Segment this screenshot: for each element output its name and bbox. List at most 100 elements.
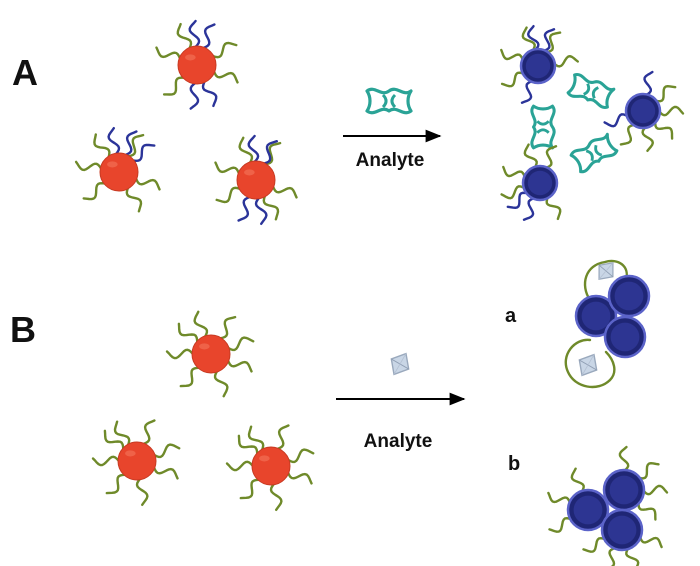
ligand-strand — [544, 31, 562, 54]
nanoparticle-inner — [610, 322, 640, 352]
ligand-strand — [544, 145, 558, 170]
diamond-analyte-icon — [578, 353, 598, 377]
ligand-strand — [165, 348, 195, 360]
panel-b-label: B — [10, 309, 36, 350]
ligand-strand — [547, 491, 572, 505]
ligand-strand — [214, 161, 241, 175]
bidentate-analyte-icon — [365, 87, 413, 115]
ligand-strand — [542, 28, 556, 53]
ligand-strand — [618, 445, 630, 473]
ligand-strand — [237, 195, 251, 222]
nanoparticle-highlight — [107, 161, 118, 168]
ligand-strand — [131, 143, 156, 162]
red-nanoparticle-icon — [74, 126, 161, 213]
blue-nanoparticle-icon — [500, 143, 562, 221]
blue-nanoparticle-icon — [603, 70, 685, 152]
ligand-strand — [179, 366, 201, 388]
ligand-strand — [603, 113, 630, 128]
blue-nanoparticle-icon — [547, 467, 610, 533]
panel-b-free-particles — [91, 310, 315, 511]
ligand-strand — [552, 55, 579, 68]
ligand-strand — [619, 123, 637, 146]
ligand-strand — [103, 429, 125, 451]
ligand-strand — [276, 424, 290, 451]
ligand-strand — [502, 165, 527, 179]
ligand-strand — [641, 125, 654, 152]
ligand-strand — [176, 22, 193, 50]
nanoparticle-highlight — [199, 343, 210, 350]
ligand-strand — [608, 546, 617, 566]
nanoparticle-core — [191, 334, 231, 374]
nanoparticle-highlight — [259, 455, 270, 462]
ligand-strand — [637, 462, 660, 480]
nanoparticle-inner — [607, 515, 637, 545]
ligand-strand — [582, 537, 607, 553]
ligand-strand — [215, 186, 242, 204]
ligand-strand — [105, 473, 127, 495]
blue-nanoparticle-icon — [603, 315, 647, 359]
ligand-strand — [188, 19, 201, 49]
nanoparticle-core — [177, 45, 217, 85]
nanoparticle-highlight — [244, 169, 255, 176]
ligand-strand — [271, 185, 298, 199]
ligand-strand — [134, 177, 161, 191]
red-nanoparticle-icon — [214, 134, 298, 225]
ligand-strand — [74, 160, 103, 172]
ligand-strand — [135, 477, 149, 506]
ligand-strand — [506, 191, 529, 209]
ligand-strand — [262, 140, 278, 165]
ligand-strand — [263, 141, 282, 166]
ligand-strand — [155, 46, 182, 60]
nanoparticle-inner — [527, 170, 553, 196]
ligand-strand — [545, 195, 562, 221]
ligand-strand — [625, 546, 640, 566]
ligand-strand — [126, 133, 145, 158]
ligand-strand — [226, 359, 253, 373]
nanoparticle-inner — [614, 281, 644, 311]
ligand-strand — [124, 130, 138, 157]
bidentate-analyte-icon — [569, 132, 619, 174]
ligand-strand — [638, 535, 663, 549]
ligand-strand — [201, 80, 218, 108]
ligand-strand — [193, 310, 209, 339]
ligand-strand — [564, 338, 616, 389]
panel-b-result-b — [547, 445, 669, 566]
ligand-strand — [142, 419, 156, 446]
ligand-strand — [286, 448, 315, 464]
ligand-strand — [152, 443, 181, 459]
ligand-strand — [527, 25, 540, 52]
red-nanoparticle-icon — [91, 419, 181, 506]
ligand-strand — [286, 471, 313, 485]
bidentate-analyte-icon — [566, 73, 616, 109]
ligand-strand — [247, 425, 265, 452]
panel-a-arrow-label: Analyte — [356, 150, 425, 171]
ligand-strand — [641, 484, 669, 496]
ligand-strand — [654, 85, 677, 103]
panel-a-reaction: Analyte — [343, 87, 442, 171]
bidentate-analyte-icon — [365, 87, 413, 115]
ligand-strand — [637, 501, 657, 521]
ligand-strand — [643, 70, 654, 97]
nanoparticle-inner — [609, 475, 639, 505]
ligand-strand — [237, 434, 259, 456]
ligand-strand — [657, 105, 685, 117]
ligand-strand — [500, 48, 525, 62]
ligand-strand — [213, 369, 229, 398]
red-nanoparticle-icon — [165, 310, 255, 398]
red-nanoparticle-icon — [155, 19, 239, 110]
ligand-strand — [152, 466, 179, 480]
panel-b-result-a — [564, 259, 651, 389]
ligand-strand — [522, 196, 536, 221]
ligand-strand — [162, 76, 186, 96]
red-nanoparticle-icon — [225, 424, 315, 511]
ligand-strand — [202, 23, 216, 50]
ligand-strand — [226, 336, 255, 352]
panel-a-label: A — [12, 52, 38, 93]
ligand-strand — [91, 455, 121, 467]
nanoparticle-highlight — [125, 450, 136, 457]
ligand-strand — [500, 71, 526, 88]
ligand-strand — [238, 136, 254, 165]
ligand-strand — [211, 41, 238, 59]
ligand-strand — [125, 186, 143, 213]
nanoparticle-inner — [581, 301, 611, 331]
